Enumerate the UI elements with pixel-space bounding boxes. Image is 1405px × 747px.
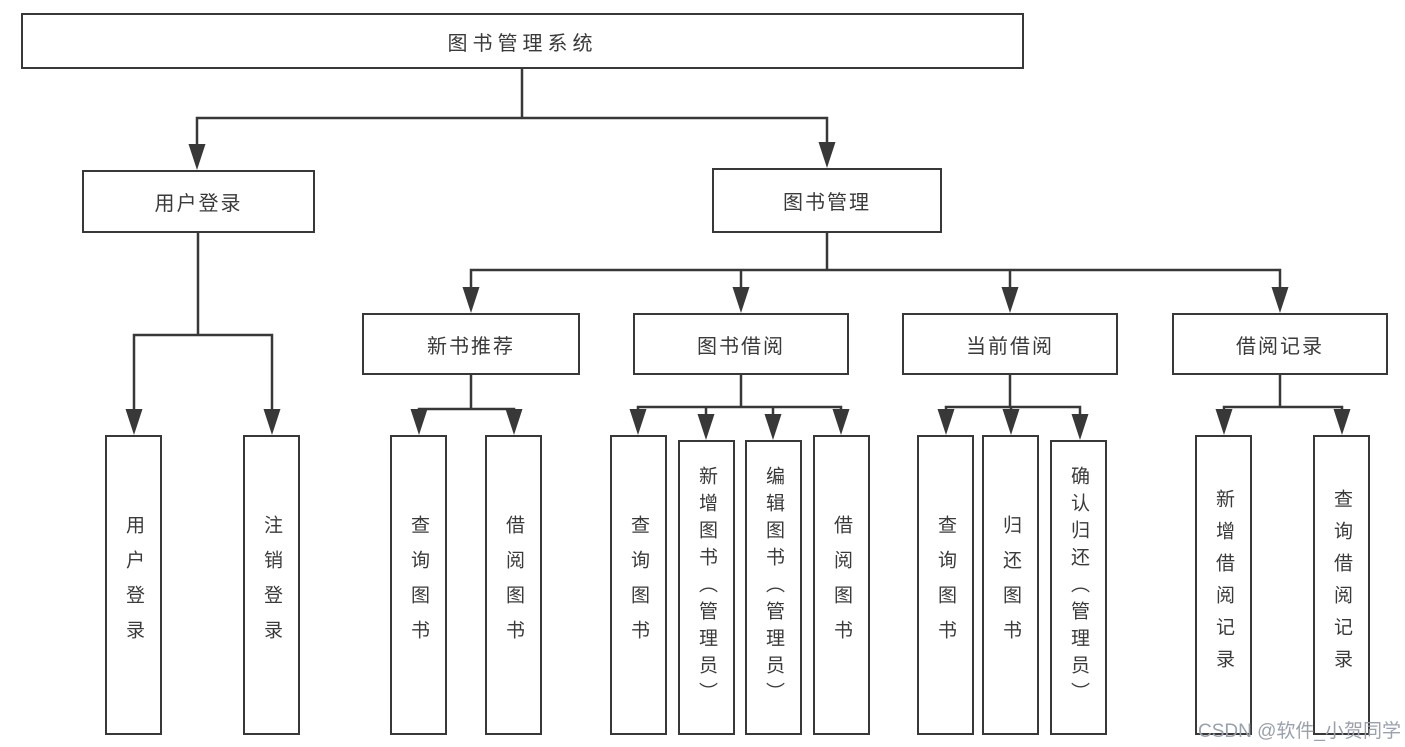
- connector-borrow: [636, 373, 843, 426]
- arrowhead: [505, 409, 523, 435]
- leaf-borrow-book-1-label: 借阅图书: [503, 515, 524, 655]
- leaf-return-book: 归还图书: [982, 435, 1039, 735]
- node-root-label: 图书管理系统: [447, 32, 598, 55]
- node-new-book-recommend: 新书推荐: [362, 313, 580, 375]
- node-book-borrow-label: 图书借阅: [697, 335, 785, 358]
- leaf-query-book-1-label: 查询图书: [408, 515, 429, 655]
- leaf-query-book-2-label: 查询图书: [628, 515, 649, 655]
- leaf-query-book-3: 查询图书: [917, 435, 974, 735]
- connector-book-mgmt: [469, 231, 1282, 297]
- node-current-borrow: 当前借阅: [902, 313, 1118, 375]
- leaf-confirm-return-admin: 确认归还（管理员）: [1050, 440, 1107, 735]
- arrowhead: [263, 409, 281, 435]
- node-book-management-label: 图书管理: [783, 192, 871, 214]
- connector-user-login: [132, 231, 274, 420]
- arrowhead: [188, 144, 206, 170]
- node-borrow-records-label: 借阅记录: [1236, 335, 1324, 358]
- leaf-borrow-book-2-label: 借阅图书: [831, 515, 852, 655]
- leaf-add-book-admin-label: 新增图书（管理员）: [696, 466, 717, 709]
- arrowhead: [125, 409, 143, 435]
- node-root: 图书管理系统: [21, 13, 1024, 69]
- node-book-management: 图书管理: [712, 168, 942, 233]
- arrowhead: [818, 142, 836, 168]
- leaf-edit-book-admin-label: 编辑图书（管理员）: [763, 466, 784, 709]
- connector-new-book: [417, 373, 516, 422]
- leaf-query-borrow-record: 查询借阅记录: [1313, 435, 1370, 735]
- leaf-borrow-book-1: 借阅图书: [485, 435, 542, 735]
- arrowhead: [1333, 409, 1351, 435]
- connector-root: [195, 67, 829, 154]
- leaf-user-login: 用户登录: [105, 435, 162, 735]
- connector-records: [1222, 373, 1344, 422]
- leaf-user-login-label: 用户登录: [123, 515, 144, 655]
- arrowhead: [832, 409, 850, 435]
- leaf-confirm-return-admin-label: 确认归还（管理员）: [1068, 466, 1089, 709]
- leaf-logout: 注销登录: [243, 435, 300, 735]
- node-current-borrow-label: 当前借阅: [966, 335, 1054, 358]
- arrowhead: [697, 414, 715, 440]
- leaf-query-book-2: 查询图书: [610, 435, 667, 735]
- leaf-add-book-admin: 新增图书（管理员）: [678, 440, 735, 735]
- leaf-add-borrow-record: 新增借阅记录: [1195, 435, 1252, 735]
- arrowhead: [410, 409, 428, 435]
- arrowhead: [732, 287, 750, 313]
- node-new-book-recommend-label: 新书推荐: [427, 335, 515, 358]
- arrowhead: [1071, 414, 1089, 440]
- node-borrow-records: 借阅记录: [1172, 313, 1388, 375]
- leaf-query-book-1: 查询图书: [390, 435, 447, 735]
- leaf-query-book-3-label: 查询图书: [935, 515, 956, 655]
- node-user-login: 用户登录: [82, 170, 315, 233]
- arrowhead: [1002, 409, 1020, 435]
- leaf-query-borrow-record-label: 查询借阅记录: [1331, 489, 1352, 681]
- arrowhead: [629, 409, 647, 435]
- leaf-add-borrow-record-label: 新增借阅记录: [1213, 489, 1234, 681]
- leaf-edit-book-admin: 编辑图书（管理员）: [745, 440, 802, 735]
- arrowhead: [1271, 287, 1289, 313]
- arrowhead: [1001, 287, 1019, 313]
- arrowhead: [937, 409, 955, 435]
- node-book-borrow: 图书借阅: [633, 313, 849, 375]
- csdn-watermark: CSDN @软件_小贺同学: [1198, 721, 1401, 742]
- leaf-logout-label: 注销登录: [261, 515, 282, 655]
- leaf-borrow-book-2: 借阅图书: [813, 435, 870, 735]
- arrowhead: [764, 414, 782, 440]
- node-user-login-label: 用户登录: [154, 193, 243, 215]
- leaf-return-book-label: 归还图书: [1000, 515, 1021, 655]
- arrowhead: [462, 287, 480, 313]
- arrowhead: [1215, 409, 1233, 435]
